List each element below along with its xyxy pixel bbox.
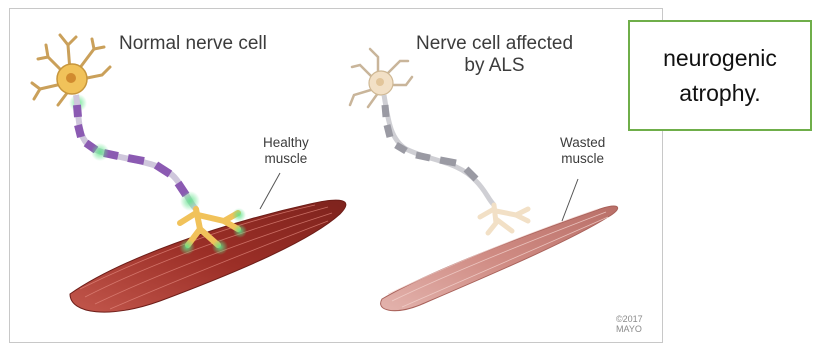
copyright-credit: ©2017 MAYO (616, 314, 643, 334)
healthy-muscle-label-line2: muscle (263, 151, 309, 167)
wasted-muscle-label-line2: muscle (560, 151, 605, 167)
healthy-muscle-leader (260, 173, 280, 209)
right-title-line1: Nerve cell affected (416, 33, 573, 55)
credit-line2: MAYO (616, 324, 643, 334)
healthy-muscle-label: Healthy muscle (263, 135, 309, 167)
credit-line1: ©2017 (616, 314, 643, 324)
healthy-neuron (32, 35, 247, 255)
wasted-muscle-label-line1: Wasted (560, 135, 605, 151)
wasted-muscle-label: Wasted muscle (560, 135, 605, 167)
callout-box: neurogenic atrophy. (628, 20, 812, 131)
illustration-panel: Normal nerve cell Nerve cell affected by… (9, 8, 663, 343)
right-title: Nerve cell affected by ALS (416, 33, 573, 77)
right-title-line2: by ALS (416, 55, 573, 77)
healthy-muscle-label-line1: Healthy (263, 135, 309, 151)
left-title: Normal nerve cell (119, 33, 267, 55)
wasted-muscle-leader (562, 179, 578, 221)
callout-text: neurogenic atrophy. (645, 41, 795, 111)
